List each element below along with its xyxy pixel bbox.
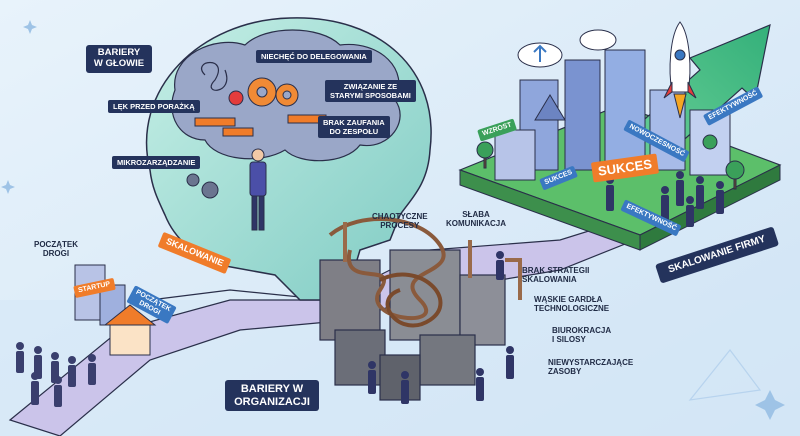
head-barrier-label: ZWIĄZANIE ZE STARYMI SPOSOBAMI (325, 80, 416, 102)
head-barrier-label: LĘK PRZED PORAŻKĄ (108, 100, 200, 113)
org-barrier-label: SŁABA KOMUNIKACJA (446, 210, 506, 229)
head-barrier-label: MIKROZARZĄDZANIE (112, 156, 201, 169)
rocket-icon (663, 21, 697, 119)
start-title: POCZĄTEK DROGI (34, 240, 78, 259)
head-barrier-label: NIECHĘĆ DO DELEGOWANIA (256, 50, 372, 63)
tangle-icon (201, 61, 228, 91)
sparkle-icon (1, 20, 785, 420)
org-barrier-label: CHAOTYCZNE PROCESY (372, 212, 428, 231)
org-barrier-label: WĄSKIE GARDŁA TECHNOLOGICZNE (534, 295, 610, 314)
crowd-success (606, 171, 724, 227)
head-barriers-title: BARIERY W GŁOWIE (86, 45, 152, 73)
pipe-machinery (319, 217, 522, 401)
gear-icon (186, 77, 299, 199)
org-barrier-label: BRAK STRATEGII SKALOWANIA (522, 266, 590, 285)
workers-machinery (368, 251, 514, 404)
org-barrier-label: NIEWYSTARCZAJĄCE ZASOBY (548, 358, 634, 377)
org-barrier-label: BIUROKRACJA I SILOSY (552, 326, 612, 345)
head-barrier-label: BRAK ZAUFANIA DO ZESPOŁU (318, 116, 390, 138)
org-barriers-title: BARIERY W ORGANIZACJI (225, 380, 319, 412)
crowd-start (16, 342, 96, 407)
thinking-businessman (249, 148, 267, 231)
roadblock-icon (194, 90, 327, 137)
cloud-icon (517, 29, 617, 68)
trees (476, 134, 745, 190)
